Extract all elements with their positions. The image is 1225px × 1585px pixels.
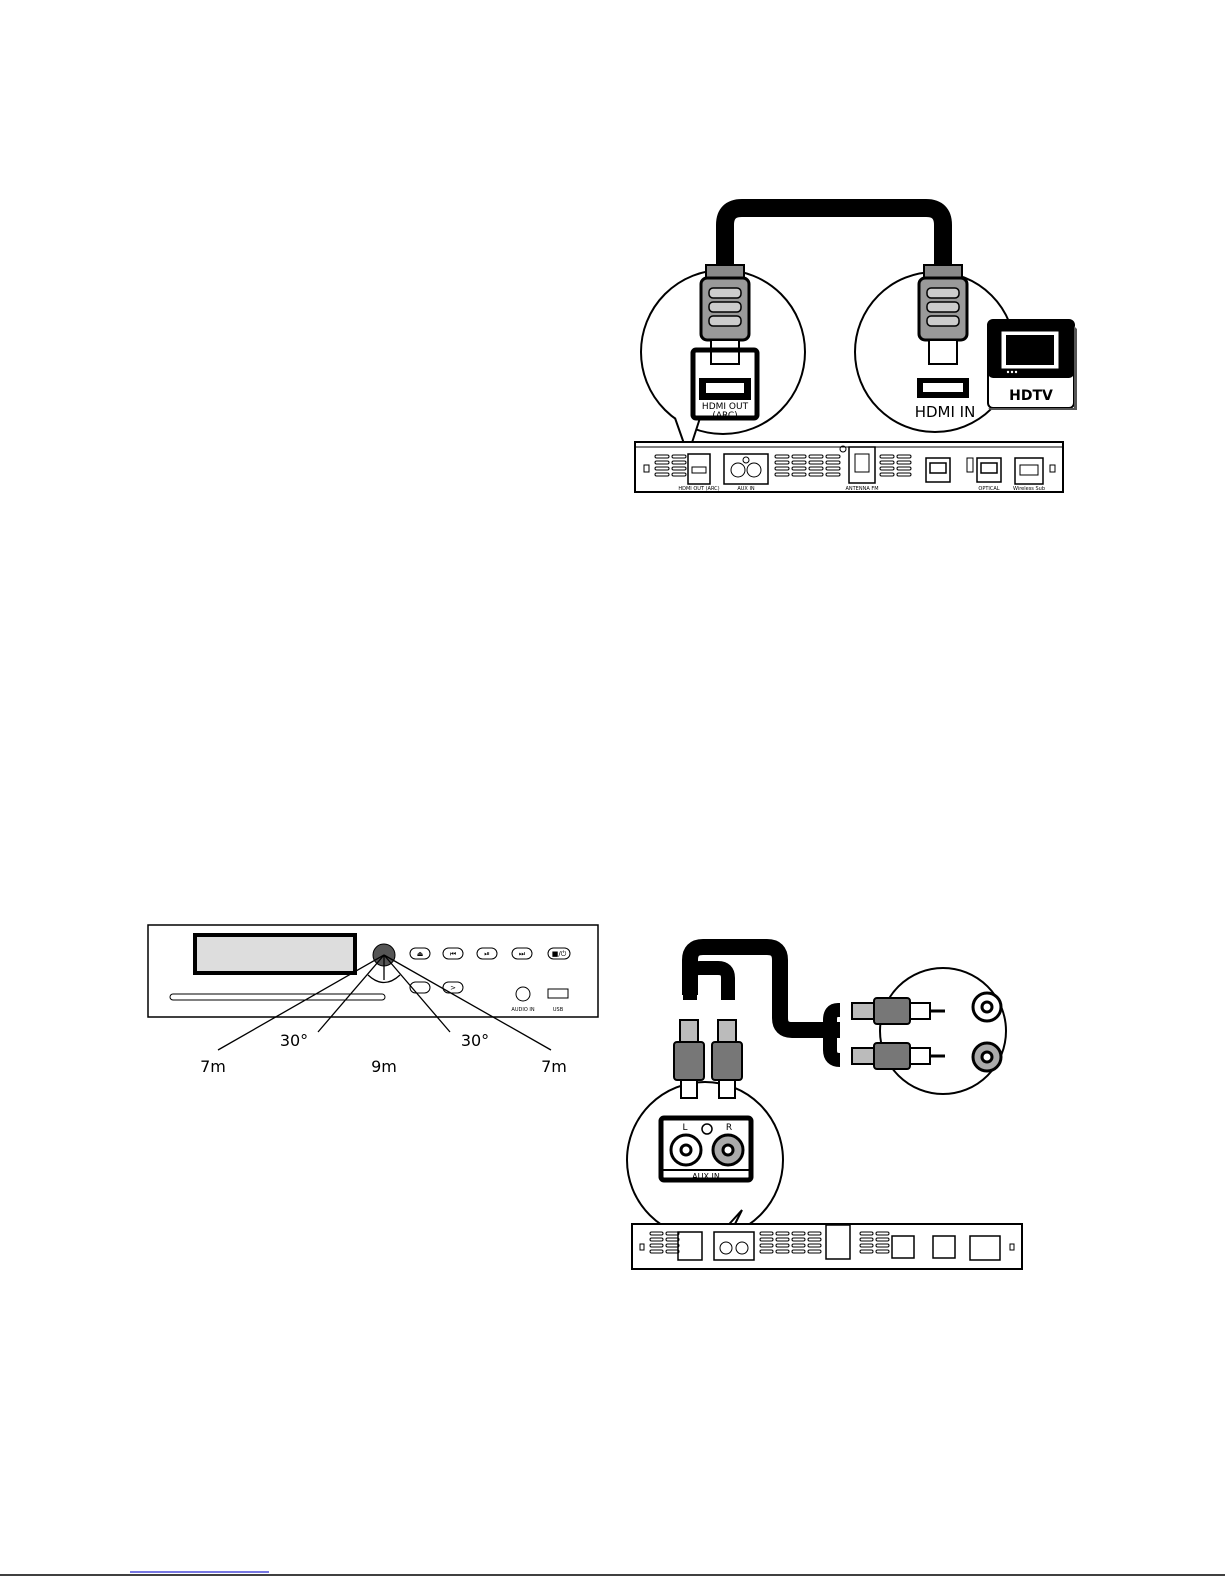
distance-right-label: 7m [541, 1057, 567, 1076]
hdmi-cable [725, 208, 943, 270]
rca-cable-main [690, 947, 840, 1030]
usb-port [548, 989, 568, 998]
audio-in-jack [516, 987, 530, 1001]
svg-text:■/⏻: ■/⏻ [552, 950, 567, 958]
remote-range-diagram: ⏏ ⏮ ⏯ ⏭ ■/⏻ > AUDIO IN USB 30° 30° 7m 9m… [148, 925, 598, 1076]
hdmi-arc-label: (ARC) [712, 411, 737, 421]
distance-left-label: 7m [200, 1057, 226, 1076]
rear-panel-bottom [632, 1224, 1022, 1269]
angle-left-label: 30° [280, 1031, 308, 1050]
svg-text:⏏: ⏏ [417, 950, 424, 958]
svg-text:⏮: ⏮ [450, 950, 456, 958]
rear-panel-top: HDMI OUT (ARC) AUX IN ANTENNA FM OPTICAL… [635, 442, 1063, 492]
angle-right-label: 30° [461, 1031, 489, 1050]
distance-center-label: 9m [371, 1057, 397, 1076]
panel-wireless-label: Wireless Sub [1013, 486, 1045, 492]
panel-aux-label: AUX IN [737, 486, 755, 492]
display-window [195, 935, 355, 973]
usb-label: USB [553, 1007, 564, 1013]
source-button [410, 982, 430, 993]
svg-text:⏭: ⏭ [519, 950, 526, 958]
aux-in-label: AUX IN [692, 1172, 720, 1181]
hdtv-label: HDTV [1009, 388, 1053, 404]
aux-left-label: L [682, 1123, 687, 1133]
audio-in-label: AUDIO IN [511, 1007, 534, 1013]
aux-right-label: R [726, 1123, 732, 1133]
hdmi-in-label: HDMI IN [915, 403, 976, 421]
zoom-circle-rca [880, 968, 1006, 1094]
panel-optical-label: OPTICAL [978, 486, 999, 492]
svg-text:⏯: ⏯ [484, 950, 490, 958]
svg-text:>: > [450, 984, 456, 992]
hdtv-badge: HDTV [988, 320, 1077, 410]
panel-hdmi-label: HDMI OUT (ARC) [678, 486, 719, 492]
panel-antenna-label: ANTENNA FM [845, 486, 878, 492]
aux-diagram: L R AUX IN [627, 947, 1022, 1269]
hdmi-diagram: HDMI OUT (ARC) HDMI IN HDTV [635, 208, 1077, 492]
